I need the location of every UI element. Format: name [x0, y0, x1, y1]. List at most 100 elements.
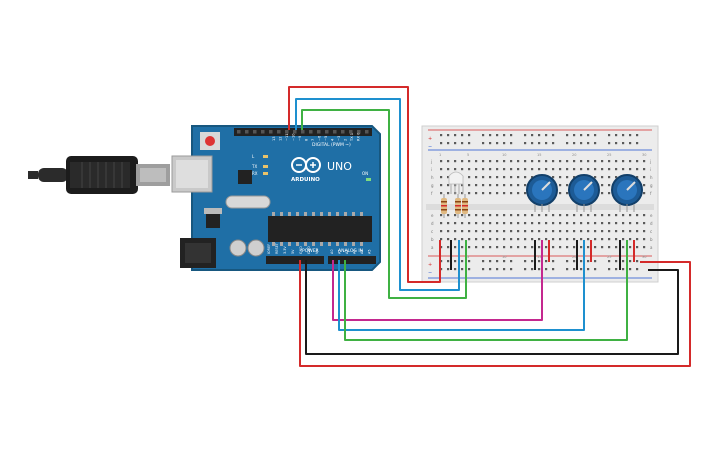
breadboard-row-label: i [650, 167, 651, 172]
wire-red-5v-to-rail [299, 260, 691, 367]
power-label: POWER [302, 248, 319, 254]
power-pin-label: RESET [275, 242, 279, 254]
usb-cable-strain-relief [38, 168, 68, 182]
breadboard-col-label: 5 [467, 153, 469, 157]
breadboard-row-label: f [650, 191, 652, 196]
digital-pin-label: ~11 [285, 133, 289, 141]
power-pin-label: GND [299, 246, 303, 254]
power-pin-label: Vin [315, 249, 319, 254]
analog-pin-label: A5 [368, 250, 372, 254]
wire-blue-a1-to-pot2 [338, 240, 585, 331]
rail-minus-bottom: − [428, 270, 432, 276]
wires [288, 86, 691, 367]
breadboard-row-label: i [431, 167, 432, 172]
digital-pin-label: RX 0 [357, 132, 361, 141]
breadboard-row-label: g [650, 183, 653, 188]
potentiometer-3[interactable] [611, 174, 643, 212]
power-header [266, 256, 324, 264]
rx-led [263, 172, 268, 175]
breadboard-row-label: c [431, 229, 433, 234]
potentiometer-2[interactable] [568, 174, 600, 212]
on-led [366, 178, 371, 181]
analog-label: ANALOG IN [338, 248, 363, 254]
breadboard-center-channel [426, 204, 654, 210]
digital-pin-label: ~6 [318, 135, 322, 141]
digital-pin-label: 8 [305, 138, 309, 141]
atmega-chip [268, 216, 372, 242]
breadboard-col-label: 15 [537, 153, 541, 157]
breadboard-col-label: 1 [439, 153, 441, 157]
wire-green-d9-to-led [301, 109, 467, 299]
resistor-2 [455, 194, 461, 218]
analog-header [328, 256, 376, 264]
breadboard-col-label: 10 [502, 153, 506, 157]
wire-black-gnd-to-rail [305, 260, 679, 355]
digital-pin-label: 12 [279, 136, 283, 141]
digital-pin-label: TX 1 [350, 133, 354, 142]
breadboard-row-label: b [650, 237, 653, 242]
breadboard-row-label: h [650, 175, 653, 180]
arduino-uno-board: ARDUINO UNO DIGITAL (PWM ~) POWER ANALOG… [171, 125, 381, 271]
breadboard-row-label: e [650, 213, 653, 218]
breadboard-col-label: 25 [607, 153, 611, 157]
arduino-logo [291, 157, 321, 173]
analog-pin-label: A0 [330, 250, 334, 254]
breadboard-col-label: 30 [642, 255, 646, 259]
usb-chip [238, 170, 252, 184]
digital-pin-label: 2 [344, 139, 348, 141]
power-pin-label: GND [307, 246, 311, 254]
breadboard-row-label: j [649, 159, 651, 164]
rail-plus-bottom: + [428, 262, 432, 268]
breadboard-col-label: 5 [467, 255, 469, 259]
reset-button-cap[interactable] [205, 136, 215, 146]
digital-pin-label: 4 [331, 138, 335, 141]
rgb-led [448, 171, 464, 194]
rail-plus-top: + [428, 136, 432, 142]
digital-pin-label: ~5 [324, 136, 328, 141]
digital-pin-label: 7 [311, 139, 315, 141]
breadboard-row-label: a [650, 245, 653, 250]
wire-red-d11-to-led [288, 86, 441, 283]
analog-pin-label: A1 [338, 250, 342, 254]
wire-magenta-a0-to-pot1 [332, 240, 543, 321]
digital-pin-label: ~9 [298, 135, 302, 141]
rx-label: RX [252, 171, 258, 176]
l-led [263, 155, 268, 158]
breadboard-col-label: 20 [572, 255, 576, 259]
model-label: UNO [327, 160, 352, 173]
breadboard-col-label: 20 [572, 153, 576, 157]
resistor-1 [441, 194, 447, 218]
rail-minus-top: − [428, 144, 432, 150]
crystal [225, 195, 271, 209]
capacitor-2 [247, 239, 265, 257]
analog-pin-label: A4 [360, 250, 364, 254]
breadboard-row-label: b [431, 237, 434, 242]
potentiometer-1[interactable] [526, 174, 558, 212]
wire-blue-d10-to-led [295, 98, 460, 291]
tx-led [263, 165, 268, 168]
breadboard-row-label: e [431, 213, 434, 218]
tx-label: TX [251, 164, 257, 169]
breadboard-row-label: g [431, 183, 434, 188]
resistors [441, 194, 468, 218]
breadboard-row-label: c [650, 229, 652, 234]
breadboard-row-label: j [430, 159, 432, 164]
breadboard-col-label: 25 [607, 255, 611, 259]
breadboard-row-label: d [650, 221, 653, 226]
breadboard-row-label: d [431, 221, 434, 226]
breadboard-col-label: 10 [502, 255, 506, 259]
capacitor-1 [229, 239, 247, 257]
breadboard-col-label: 30 [642, 153, 646, 157]
breadboard-row-label: a [431, 245, 434, 250]
resistor-3 [462, 194, 468, 218]
usb-cable [28, 156, 170, 194]
brand-label: ARDUINO [291, 177, 320, 183]
digital-label: DIGITAL (PWM ~) [312, 142, 351, 148]
digital-pin-label: ~3 [337, 136, 341, 141]
on-label: ON [362, 171, 368, 176]
analog-pin-label: A3 [353, 250, 357, 254]
l-label: L [252, 154, 255, 159]
power-pin-label: 3.3V [283, 246, 287, 254]
wire-green-a2-to-pot3 [344, 240, 628, 341]
